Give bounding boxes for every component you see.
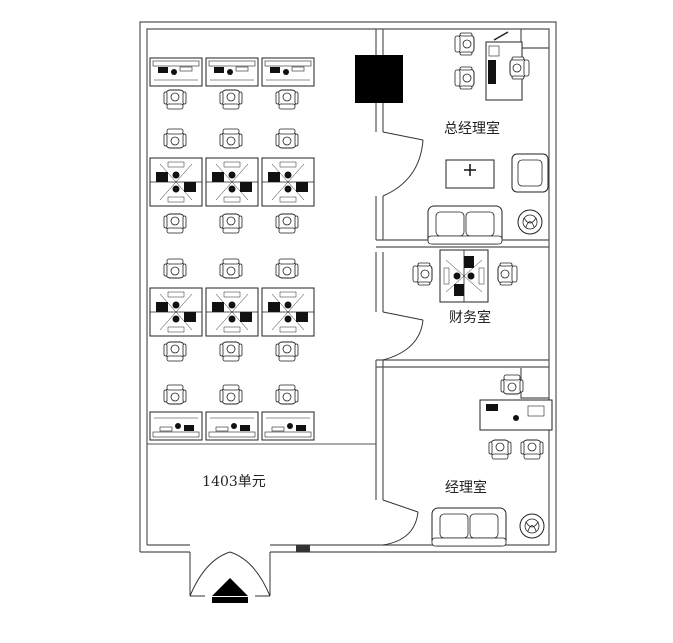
manager-office-label: 经理室 — [445, 479, 487, 496]
desk-row-bottom — [147, 384, 376, 445]
desk-cluster-1 — [149, 128, 315, 234]
desk-cluster-2 — [149, 258, 315, 362]
outer-walls — [139, 21, 557, 553]
manager-office: 经理室 — [431, 374, 553, 547]
entrance-arrow-icon — [212, 578, 248, 603]
finance-office-label: 财务室 — [449, 309, 491, 326]
doors — [189, 131, 424, 597]
unit-label: 1403单元 — [202, 474, 266, 490]
general-manager-office: 总经理室 — [427, 31, 549, 245]
structural-column — [355, 55, 403, 103]
general-manager-office-label: 总经理室 — [444, 120, 500, 137]
open-office-area — [147, 57, 376, 445]
desk-row-top — [149, 57, 315, 110]
finance-office: 财务室 — [412, 249, 518, 326]
